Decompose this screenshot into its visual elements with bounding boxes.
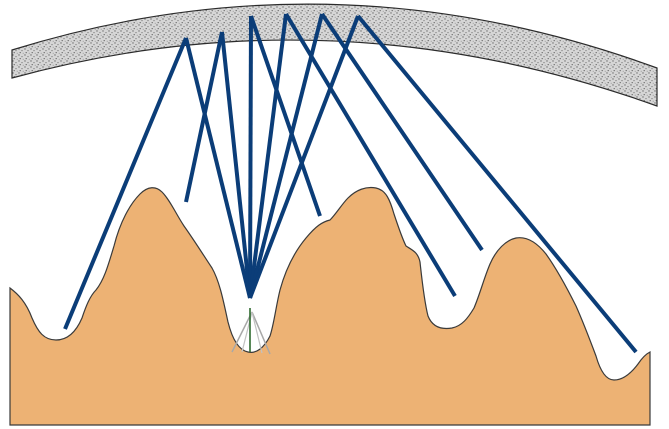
cone-line-left	[231, 311, 253, 353]
ray-12	[356, 14, 638, 354]
ray-11	[248, 15, 360, 299]
cone-line-right	[251, 311, 271, 355]
ray-4	[220, 31, 252, 299]
ray-7	[248, 13, 288, 299]
ray-10	[320, 12, 484, 252]
ray-3	[184, 31, 224, 203]
ray-9	[248, 13, 324, 299]
ray-5	[248, 15, 253, 299]
rough-terrain-surface	[9, 186, 651, 426]
ray-1	[63, 37, 188, 330]
ray-2	[184, 37, 252, 299]
cone-line-mid-right	[251, 311, 263, 354]
ray-6	[249, 15, 322, 217]
reflected-signal-rays	[63, 12, 638, 354]
curved-reflector-layer	[11, 3, 658, 107]
ray-8	[284, 12, 457, 298]
